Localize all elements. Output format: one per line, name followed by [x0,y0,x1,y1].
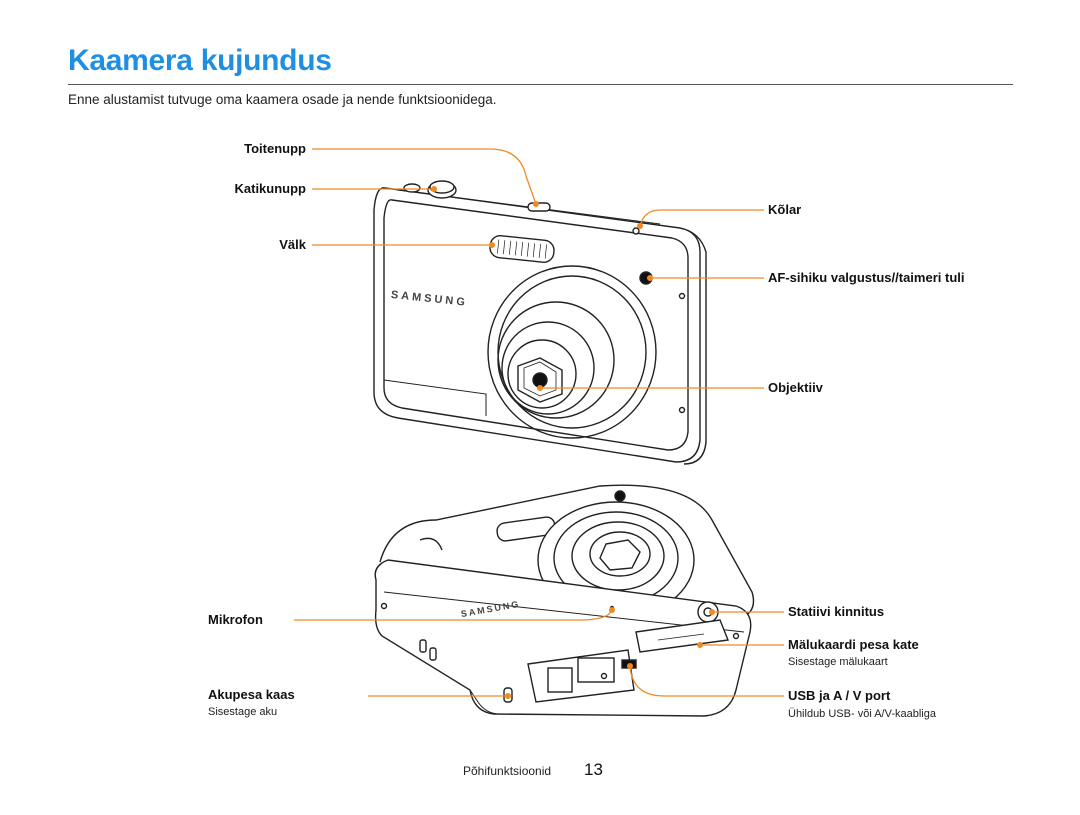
title-rule [68,84,1013,85]
page-number: 13 [584,760,603,779]
label-usb-sub: Ühildub USB- või A/V-kaabliga [788,708,936,720]
label-malukaardi: Mälukaardi pesa kate [788,637,919,652]
label-toitenupp: Toitenupp [244,141,306,156]
page-title: Kaamera kujundus [68,44,332,77]
bottom-camera-illustration [374,484,755,717]
intro-text: Enne alustamist tutvuge oma kaamera osad… [68,92,497,107]
footer-section: Põhifunktsioonid [463,764,552,778]
front-camera-illustration [373,180,707,465]
callout-lines [294,148,784,697]
label-objektiiv: Objektiiv [768,380,823,395]
label-af-lamp: AF-sihiku valgustus//taimeri tuli [768,270,965,285]
label-valk: Välk [279,237,306,252]
label-malukaardi-sub: Sisestage mälukaart [788,656,888,668]
label-akupesa-sub: Sisestage aku [208,706,278,718]
callout-dots [431,186,715,699]
label-kolar: Kõlar [768,202,802,217]
callout-line-usb [629,665,784,697]
label-usb: USB ja A / V port [788,688,891,703]
label-katikunupp: Katikunupp [234,181,307,196]
label-akupesa: Akupesa kaas [208,687,295,702]
callout-line-toitenupp [312,148,537,205]
callout-line-kolar [639,209,764,227]
label-mikrofon: Mikrofon [208,612,263,627]
label-statiivi: Statiivi kinnitus [788,604,885,619]
